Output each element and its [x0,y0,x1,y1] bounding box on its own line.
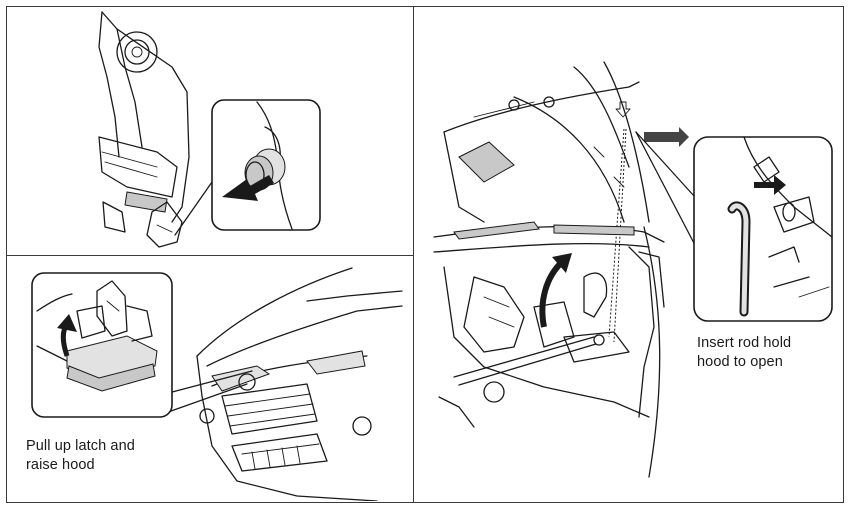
support-rod-illustration [414,7,841,501]
caption-raise-hood: Pull up latch and raise hood [26,437,135,475]
caption-support-rod-line1: Insert rod hold [697,334,791,353]
caption-raise-hood-line2: raise hood [26,456,135,475]
panel-hood-release-lever [7,7,413,255]
panel-raise-hood: Pull up latch and raise hood [7,256,413,501]
hood-label [459,142,514,182]
rod-hole-arrow-icon [644,127,689,147]
panel-support-rod: Insert rod hold hood to open [414,7,841,501]
hood-release-lever-illustration [7,7,413,255]
caption-support-rod-line2: hood to open [697,353,791,372]
caption-support-rod: Insert rod hold hood to open [697,334,791,372]
grille [222,384,317,434]
rod-inset [694,137,832,321]
caption-raise-hood-line1: Pull up latch and [26,437,135,456]
raise-arrow-icon [542,262,562,327]
